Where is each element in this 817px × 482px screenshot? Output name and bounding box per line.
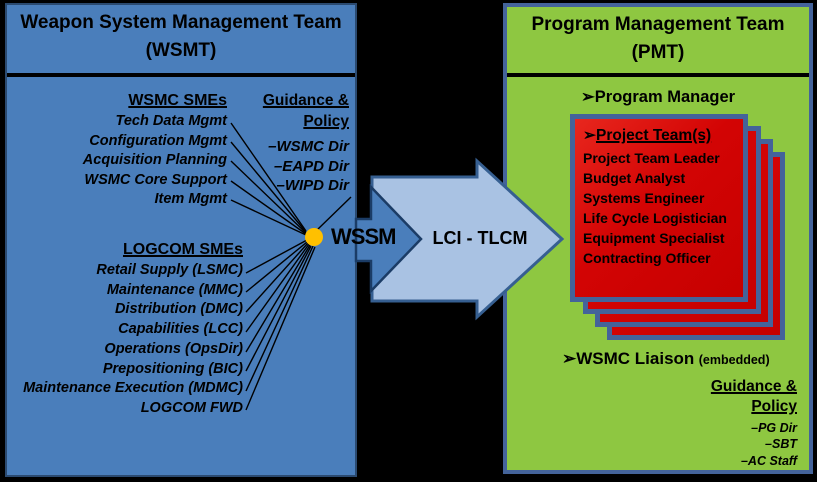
wsmc-smes-heading: WSMC SMEs	[128, 92, 227, 109]
program-manager-label: Program Manager	[594, 88, 736, 106]
wsmc-sme-item: Tech Data Mgmt	[115, 113, 227, 129]
logcom-sme-item: Maintenance Execution (MDMC)	[23, 380, 243, 397]
project-team-heading: ➢Project Team(s)	[583, 126, 735, 145]
pmt-title-line1: Program Management Team	[531, 14, 785, 35]
pmt-guidance-heading-line2: Policy	[751, 398, 797, 415]
project-team-role: Systems Engineer	[583, 190, 705, 206]
wsmt-guidance-item: –WIPD Dir	[276, 177, 349, 194]
logcom-sme-item: Retail Supply (LSMC)	[96, 262, 243, 278]
project-team-role: Budget Analyst	[583, 170, 686, 186]
wsmt-title-line2: (WSMT)	[145, 39, 217, 61]
wsmt-title-line1: Weapon System Management Team	[20, 12, 342, 33]
wssm-label: WSSM	[331, 224, 396, 249]
wsmt-box: Weapon System Management Team (WSMT) WSM…	[5, 3, 357, 477]
wsmt-guidance-item: –WSMC Dir	[268, 138, 349, 155]
logcom-sme-item: Distribution (DMC)	[114, 301, 243, 318]
wsmc-liaison-line: ➢WSMC Liaison (embedded)	[562, 349, 770, 369]
wsmt-guidance-group: Guidance & Policy –WSMC Dir –EAPD Dir –W…	[247, 90, 349, 196]
pmt-guidance-heading-line1: Guidance &	[710, 378, 797, 395]
project-team-role: Life Cycle Logistician	[583, 210, 727, 226]
wsmt-guidance-heading-line2: Policy	[303, 113, 349, 130]
lci-tlcm-label: LCI - TLCM	[432, 228, 528, 248]
pmt-guidance-group: Guidance & Policy –PG Dir –SBT –AC Staff	[657, 377, 797, 469]
logcom-sme-item: Capabilities (LCC)	[118, 321, 243, 338]
arrow-bullet-icon: ➢	[562, 349, 577, 368]
logcom-sme-item: Operations (OpsDir)	[104, 340, 243, 357]
project-team-heading-text: Project Team(s)	[596, 127, 712, 144]
pmt-guidance-item: –PG Dir	[751, 421, 797, 435]
arrow-bullet-icon: ➢	[580, 88, 595, 106]
logcom-sme-item: Prepositioning (BIC)	[102, 360, 243, 377]
project-team-role: Equipment Specialist	[583, 230, 725, 246]
project-team-role: Project Team Leader	[583, 150, 720, 166]
pmt-guidance-item: –SBT	[765, 437, 797, 452]
project-team-role: Contracting Officer	[583, 250, 711, 266]
wsmt-title: Weapon System Management Team (WSMT)	[7, 9, 355, 64]
wsmt-title-divider	[7, 73, 355, 77]
wssm-node-dot	[305, 228, 323, 246]
arrow-bullet-icon: ➢	[583, 127, 596, 144]
wsmc-liaison-label: WSMC Liaison	[576, 349, 695, 368]
program-manager-line: ➢Program Manager	[507, 87, 809, 107]
pmt-title-line2: (PMT)	[631, 41, 685, 63]
pmt-title-divider	[507, 73, 809, 77]
wsmt-guidance-heading-line1: Guidance &	[262, 92, 349, 109]
wsmc-sme-item: Configuration Mgmt	[89, 132, 227, 149]
logcom-smes-heading: LOGCOM SMEs	[122, 241, 243, 258]
logcom-sme-item: Maintenance (MMC)	[106, 281, 243, 298]
pmt-title: Program Management Team (PMT)	[507, 11, 809, 66]
project-team-card-front: ➢Project Team(s) Project Team Leader Bud…	[570, 114, 748, 302]
wsmc-sme-item: Acquisition Planning	[82, 152, 227, 168]
logcom-smes-group: LOGCOM SMEs Retail Supply (LSMC) Mainten…	[11, 239, 243, 419]
wsmc-liaison-suffix: (embedded)	[698, 353, 770, 367]
wsmc-smes-group: WSMC SMEs Tech Data Mgmt Configuration M…	[27, 90, 227, 210]
wsmc-sme-item: Item Mgmt	[154, 191, 228, 207]
wsmc-sme-item: WSMC Core Support	[84, 171, 227, 188]
logcom-sme-item: LOGCOM FWD	[140, 399, 243, 416]
wsmt-guidance-item: –EAPD Dir	[273, 157, 349, 175]
pmt-guidance-item: –AC Staff	[740, 453, 797, 468]
pmt-box: Program Management Team (PMT) ➢Program M…	[503, 3, 813, 474]
